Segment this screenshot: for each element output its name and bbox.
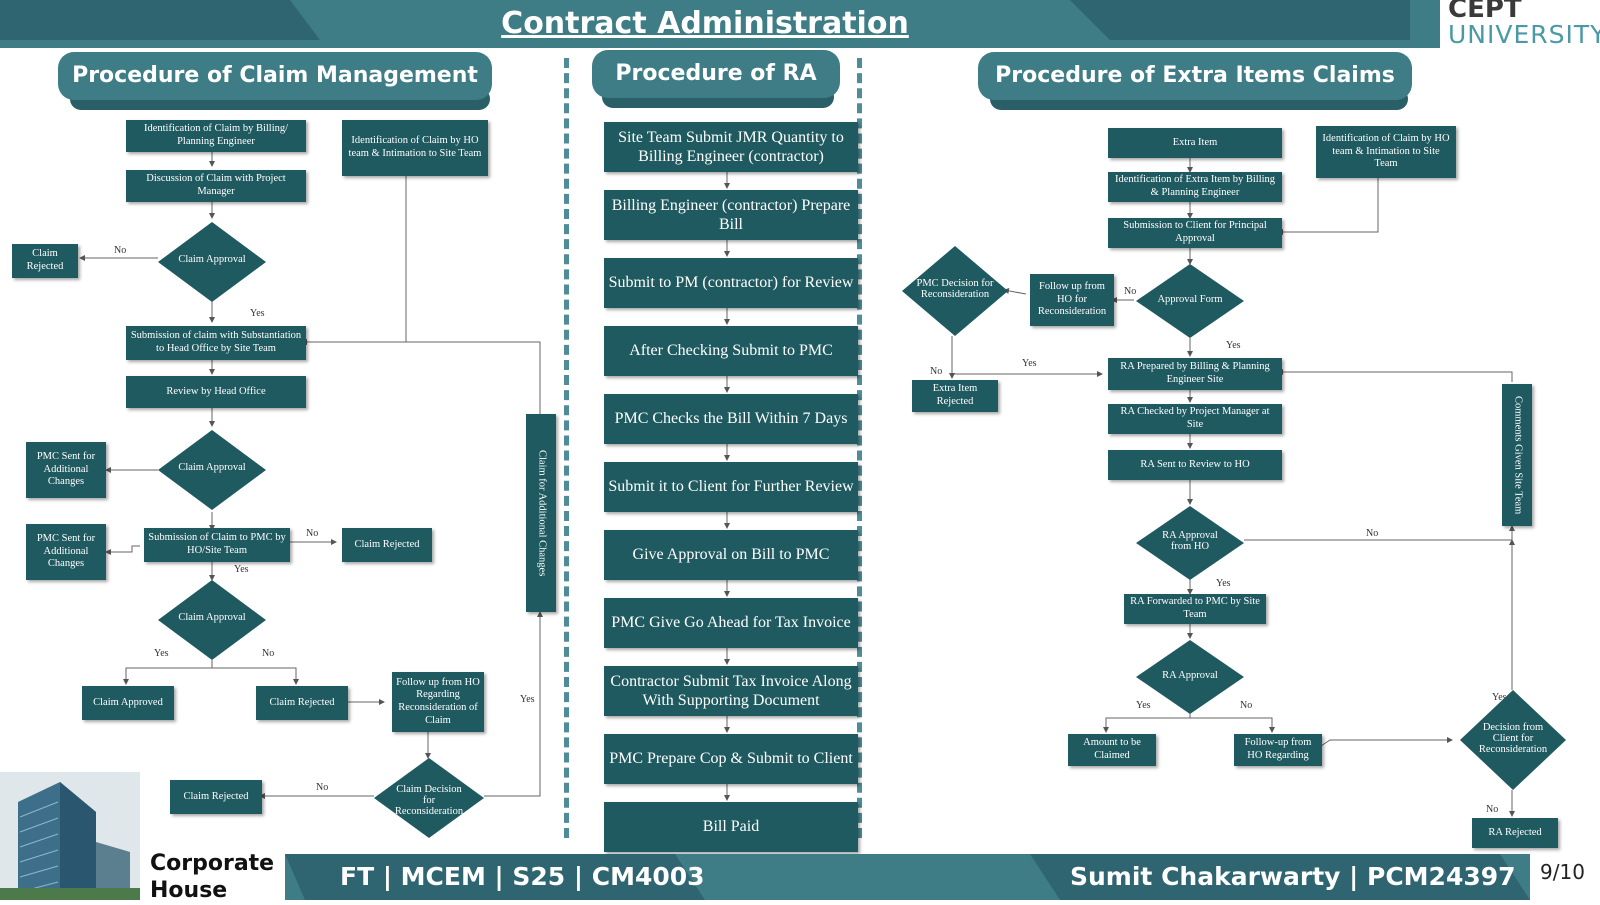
extra-node-ra-prepared: RA Prepared by Billing & Planning Engine…	[1108, 358, 1282, 390]
extra-node-ra-forwarded: RA Forwarded to PMC by Site Team	[1124, 594, 1266, 624]
extra-node-amount-claimed: Amount to be Claimed	[1068, 734, 1156, 766]
claim-node-pmc-changes-1: PMC Sent for Additional Changes	[26, 442, 106, 498]
claim-label-yes-3: Yes	[154, 648, 169, 659]
claim-label-no-2: No	[306, 528, 319, 539]
extra-label-yes-3: Yes	[1216, 578, 1231, 589]
claim-label-yes-2: Yes	[234, 564, 249, 575]
extra-label-no-3: No	[1366, 528, 1379, 539]
claim-node-identify-ho: Identification of Claim by HO team & Int…	[342, 120, 488, 176]
claim-node-approved: Claim Approved	[82, 686, 174, 720]
footer-accent-right	[1030, 854, 1530, 900]
divider-left	[564, 58, 569, 838]
corporate-house-caption: Corporate House	[150, 850, 274, 904]
section-title-claim: Procedure of Claim Management	[58, 52, 492, 100]
ra-step-10: PMC Prepare Cop & Submit to Client	[604, 734, 858, 784]
extra-node-identify-billing: Identification of Extra Item by Billing …	[1108, 172, 1282, 202]
divider-right	[857, 58, 862, 838]
claim-node-pmc-changes-2: PMC Sent for Additional Changes	[26, 524, 106, 580]
section-title-extra: Procedure of Extra Items Claims	[978, 52, 1412, 100]
extra-label-yes-5: Yes	[1492, 692, 1507, 703]
extra-label-yes-4: Yes	[1136, 700, 1151, 711]
claim-node-review-ho: Review by Head Office	[126, 376, 306, 408]
claim-label-no-3: No	[262, 648, 275, 659]
claim-node-identify-billing: Identification of Claim by Billing/ Plan…	[126, 120, 306, 152]
claim-diamond-approval-1-label: Claim Approval	[178, 254, 246, 265]
claim-node-additional-changes-label: Claim for Additional Changes	[536, 449, 548, 577]
claim-node-submission-pmc: Submission of Claim to PMC by HO/Site Te…	[144, 528, 290, 562]
claim-diamond-reconsideration-label: Claim Decision for Reconsideration	[394, 784, 464, 817]
ra-step-6: Submit it to Client for Further Review	[604, 462, 858, 512]
claim-node-rejected-4: Claim Rejected	[170, 780, 262, 814]
building-image	[0, 772, 140, 900]
page-title: Contract Administration	[501, 6, 909, 41]
extra-label-no-5: No	[1486, 804, 1499, 815]
claim-label-no-4: No	[316, 782, 329, 793]
extra-label-no-1: No	[1124, 286, 1137, 297]
claim-node-submission-ho: Submission of claim with Substantiation …	[126, 326, 306, 360]
footer-author: Sumit Chakarwarty | PCM24397	[1070, 862, 1516, 891]
ra-step-5: PMC Checks the Bill Within 7 Days	[604, 394, 858, 444]
ra-step-7: Give Approval on Bill to PMC	[604, 530, 858, 580]
extra-diamond-pmc-decision-label: PMC Decision for Reconsideration	[916, 278, 994, 300]
ra-step-3: Submit to PM (contractor) for Review	[604, 258, 858, 308]
extra-label-yes-1: Yes	[1022, 358, 1037, 369]
extra-node-item-rejected: Extra Item Rejected	[912, 380, 998, 412]
extra-node-ra-rejected: RA Rejected	[1472, 818, 1558, 848]
extra-node-follow-up-ho: Follow up from HO for Reconsideration	[1030, 274, 1114, 326]
extra-node-submission-client: Submission to Client for Principal Appro…	[1108, 218, 1282, 248]
extra-node-comments-site: Comments Given Site Team	[1502, 384, 1532, 526]
extra-diamond-ra-approval-label: RA Approval	[1162, 670, 1218, 681]
extra-diamond-ra-approval-ho-label: RA Approval from HO	[1162, 530, 1218, 552]
ra-step-1: Site Team Submit JMR Quantity to Billing…	[604, 122, 858, 172]
header-accent-right	[1070, 0, 1410, 40]
extra-node-identify-ho: Identification of Claim by HO team & Int…	[1316, 126, 1456, 178]
extra-node-follow-up-regarding: Follow-up from HO Regarding	[1234, 734, 1322, 766]
extra-node-extra-item: Extra Item	[1108, 128, 1282, 158]
extra-node-comments-site-label: Comments Given Site Team	[1512, 395, 1524, 515]
claim-diamond-approval-2-label: Claim Approval	[178, 462, 246, 473]
ra-step-9: Contractor Submit Tax Invoice Along With…	[604, 666, 858, 716]
claim-node-rejected-1: Claim Rejected	[12, 244, 78, 278]
extra-node-ra-sent-ho: RA Sent to Review to HO	[1108, 450, 1282, 480]
section-title-ra: Procedure of RA Bill	[592, 50, 840, 134]
ra-step-4: After Checking Submit to PMC	[604, 326, 858, 376]
footer-accent-left	[285, 854, 705, 900]
claim-node-rejected-2: Claim Rejected	[342, 528, 432, 562]
claim-node-rejected-3: Claim Rejected	[256, 686, 348, 720]
claim-label-yes-4: Yes	[520, 694, 535, 705]
header-accent-left	[0, 0, 320, 40]
logo-cept-text: CEPT	[1448, 0, 1522, 24]
claim-label-no-1: No	[114, 245, 127, 256]
extra-diamond-client-decision-label: Decision from Client for Reconsideration	[1478, 722, 1548, 755]
page-number: 9/10	[1540, 860, 1585, 884]
extra-label-no-4: No	[1240, 700, 1253, 711]
claim-node-additional-changes: Claim for Additional Changes	[526, 414, 556, 612]
claim-diamond-approval-3-label: Claim Approval	[178, 612, 246, 623]
claim-node-discussion: Discussion of Claim with Project Manager	[126, 170, 306, 202]
corporate-line-1: Corporate	[150, 851, 275, 876]
ra-step-11: Bill Paid	[604, 802, 858, 852]
corporate-line-2: House	[150, 878, 228, 903]
claim-node-follow-up: Follow up from HO Regarding Reconsiderat…	[392, 672, 484, 732]
ra-step-8: PMC Give Go Ahead for Tax Invoice	[604, 598, 858, 648]
ra-step-2: Billing Engineer (contractor) Prepare Bi…	[604, 190, 858, 240]
extra-diamond-approval-form-label: Approval Form	[1157, 294, 1223, 305]
footer-course: FT | MCEM | S25 | CM4003	[340, 862, 705, 891]
extra-node-ra-checked: RA Checked by Project Manager at Site	[1108, 404, 1282, 434]
extra-label-no-2: No	[930, 366, 943, 377]
extra-label-yes-2: Yes	[1226, 340, 1241, 351]
logo-university-text: UNIVERSITY	[1448, 20, 1600, 49]
claim-label-yes-1: Yes	[250, 308, 265, 319]
